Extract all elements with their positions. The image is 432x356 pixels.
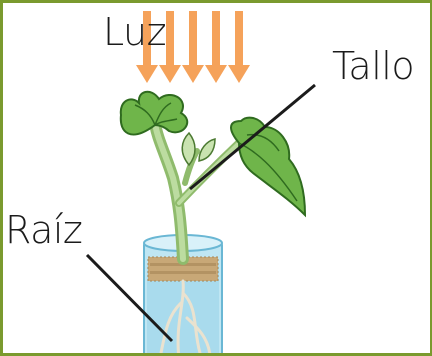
light-arrow-icon bbox=[182, 11, 204, 83]
root-label: Raíz bbox=[5, 211, 82, 249]
stem-label: Tallo bbox=[332, 47, 414, 85]
light-arrow-icon bbox=[228, 11, 250, 83]
light-label: Luz bbox=[103, 13, 166, 51]
light-arrow-icon bbox=[205, 11, 227, 83]
right-leaf bbox=[231, 118, 305, 215]
